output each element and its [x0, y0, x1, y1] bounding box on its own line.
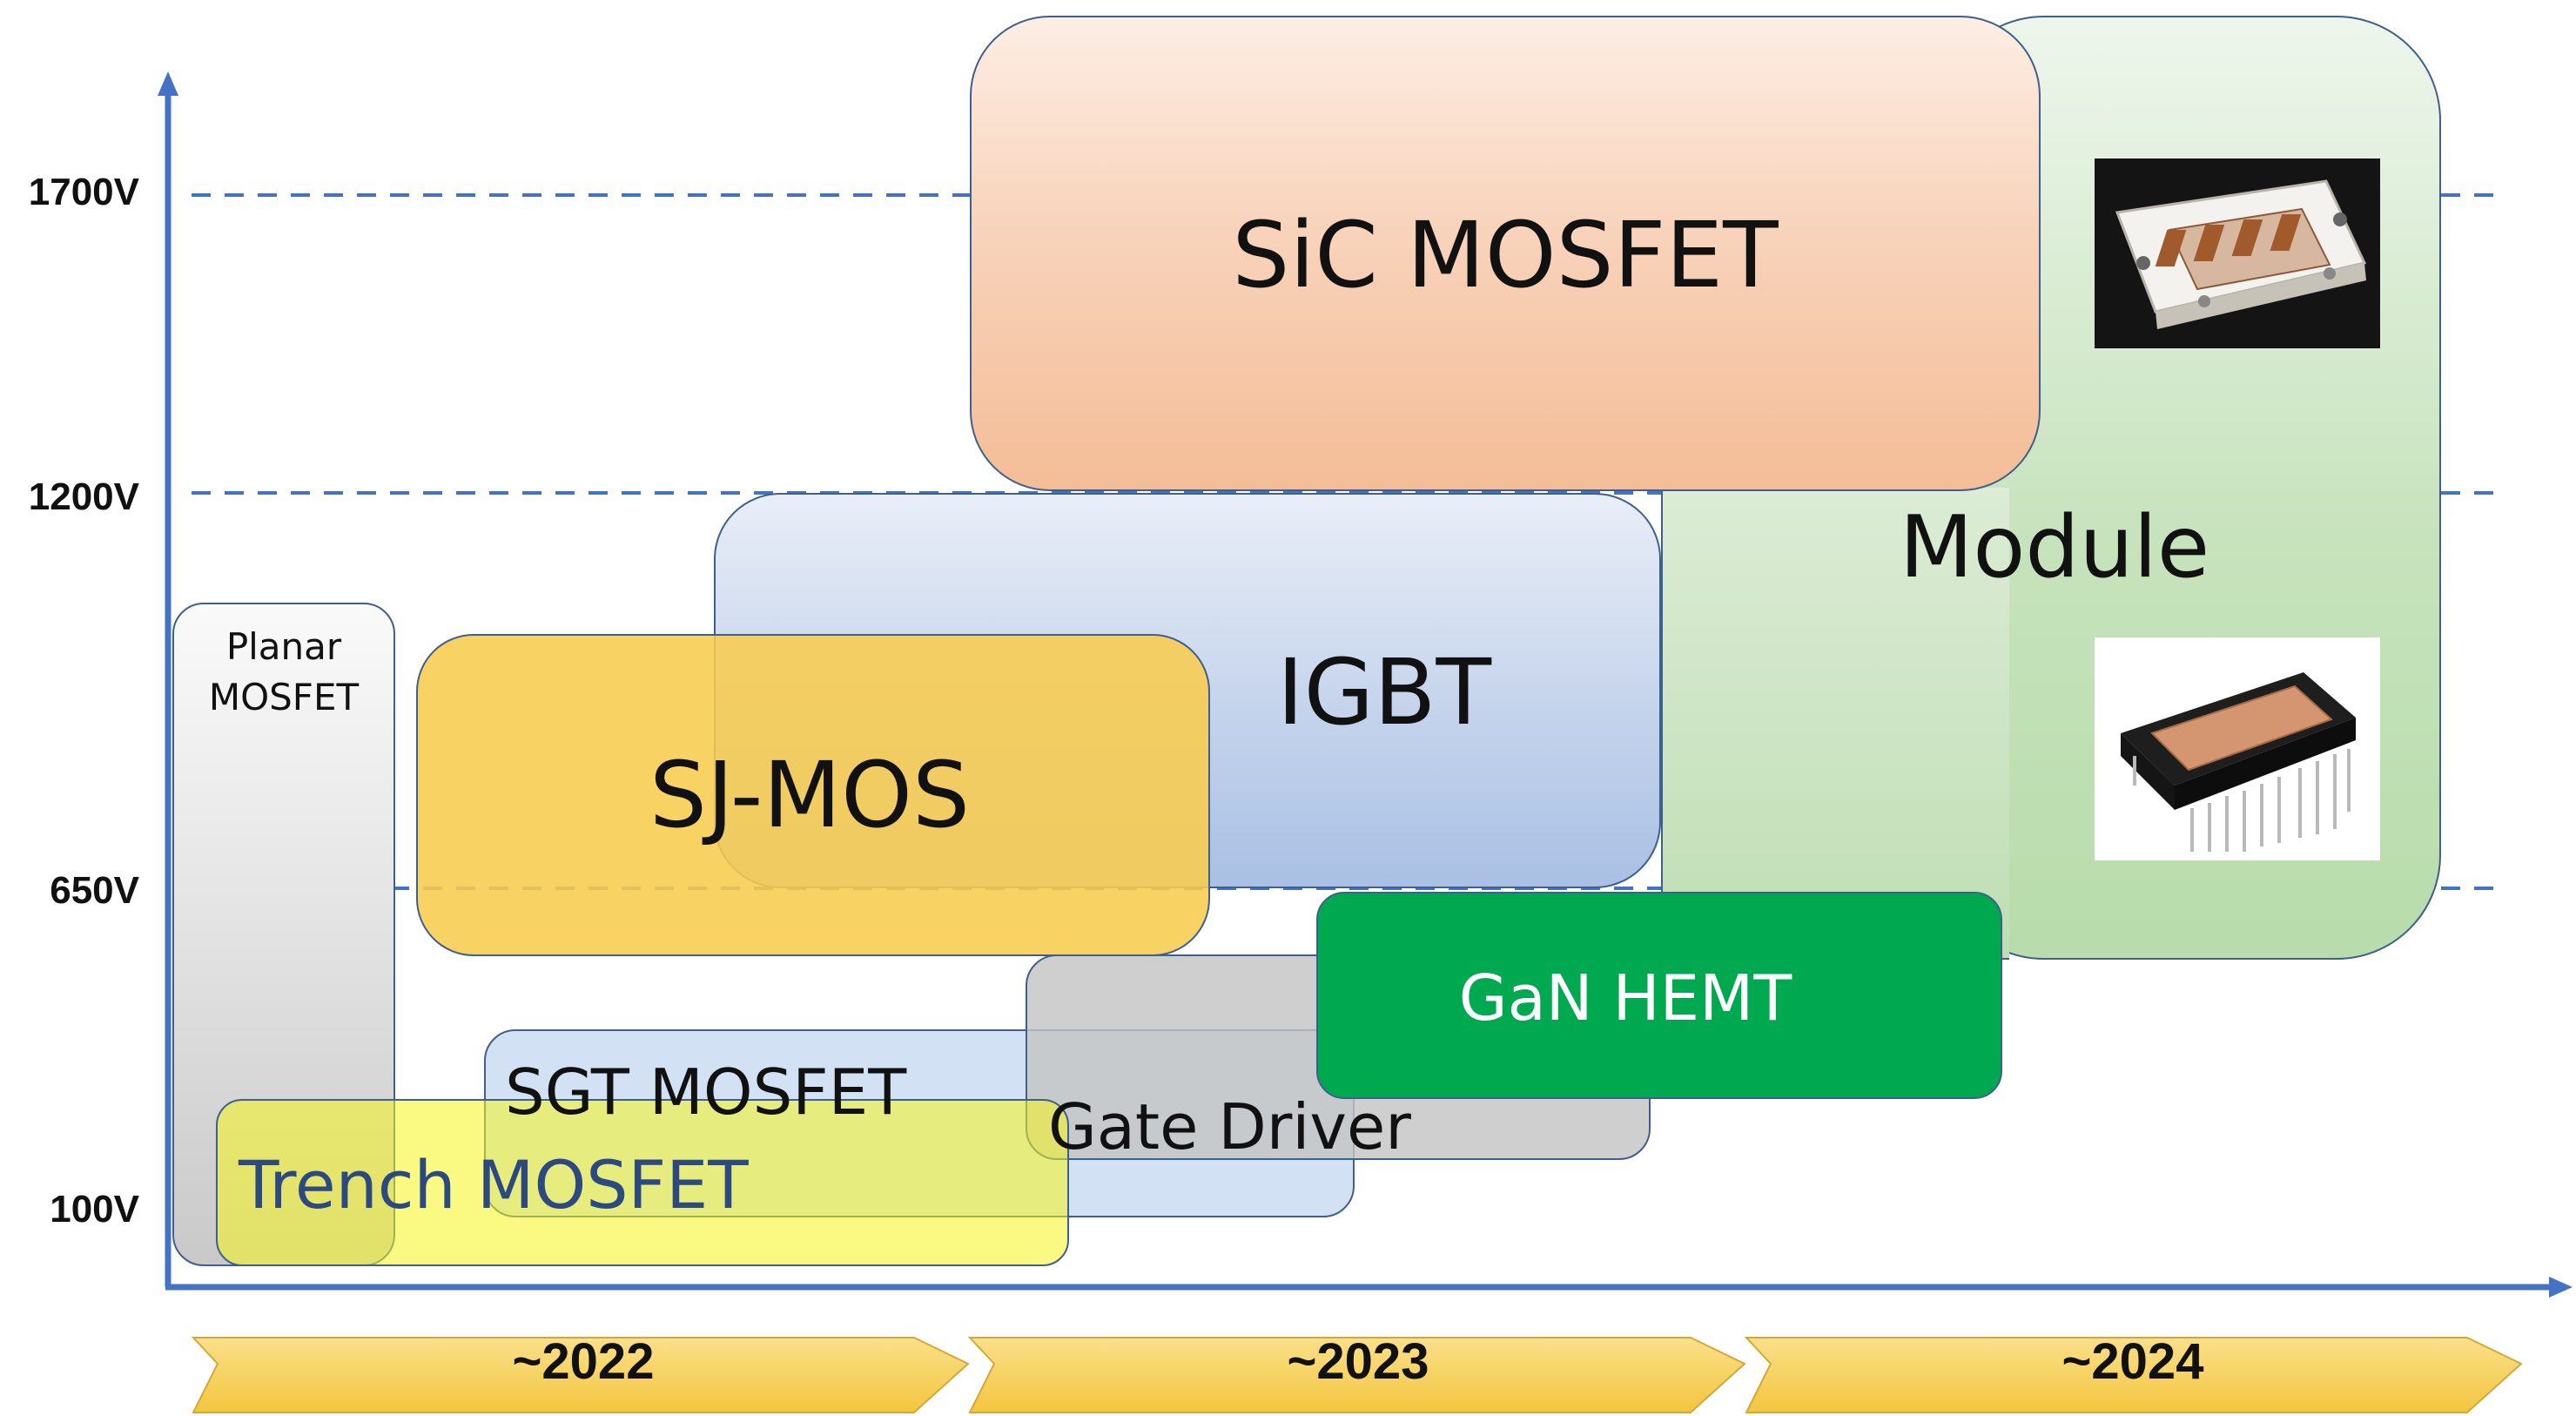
ipm-module-icon	[2121, 672, 2356, 852]
timeline-arrow-2022	[191, 1337, 970, 1413]
timeline-arrow-2024	[1744, 1337, 2523, 1413]
y-axis-arrowhead	[158, 71, 178, 96]
timeline-label-2024: ~2024	[2061, 1333, 2204, 1390]
sj-mos-label: SJ-MOS	[649, 742, 971, 848]
planar-mosfet-label-line1: Planar	[225, 625, 342, 668]
timeline-label-2023: ~2023	[1287, 1333, 1429, 1390]
power-module-photo	[2095, 158, 2380, 348]
sic-mosfet-region	[970, 16, 2041, 491]
timeline-arrow-2023	[967, 1337, 1746, 1413]
module-label: Module	[1899, 498, 2210, 597]
igbt-label: IGBT	[1276, 639, 1492, 745]
power-module-icon	[2115, 179, 2367, 329]
module-region-lower	[1661, 488, 2009, 960]
sic-mosfet-label: SiC MOSFET	[1232, 202, 1779, 308]
gan-hemt-label: GaN HEMT	[1458, 961, 1792, 1035]
voltage-label-1200v: 1200V	[28, 475, 139, 518]
gate-driver-label: Gate Driver	[1048, 1090, 1411, 1163]
x-axis-arrowhead	[2549, 1277, 2573, 1298]
voltage-label-100v: 100V	[50, 1188, 139, 1231]
gan-hemt-region	[1316, 892, 2002, 1099]
voltage-label-1700v: 1700V	[28, 171, 139, 213]
voltage-label-650v: 650V	[50, 869, 139, 912]
trench-mosfet-label: Trench MOSFET	[239, 1146, 749, 1224]
ipm-module-photo	[2095, 637, 2380, 860]
sj-mos-region	[416, 634, 1210, 956]
planar-mosfet-label-line2: MOSFET	[208, 676, 360, 718]
trench-mosfet-region	[216, 1099, 1069, 1266]
timeline-label-2022: ~2022	[512, 1333, 655, 1390]
sgt-mosfet-label: SGT MOSFET	[505, 1055, 907, 1129]
